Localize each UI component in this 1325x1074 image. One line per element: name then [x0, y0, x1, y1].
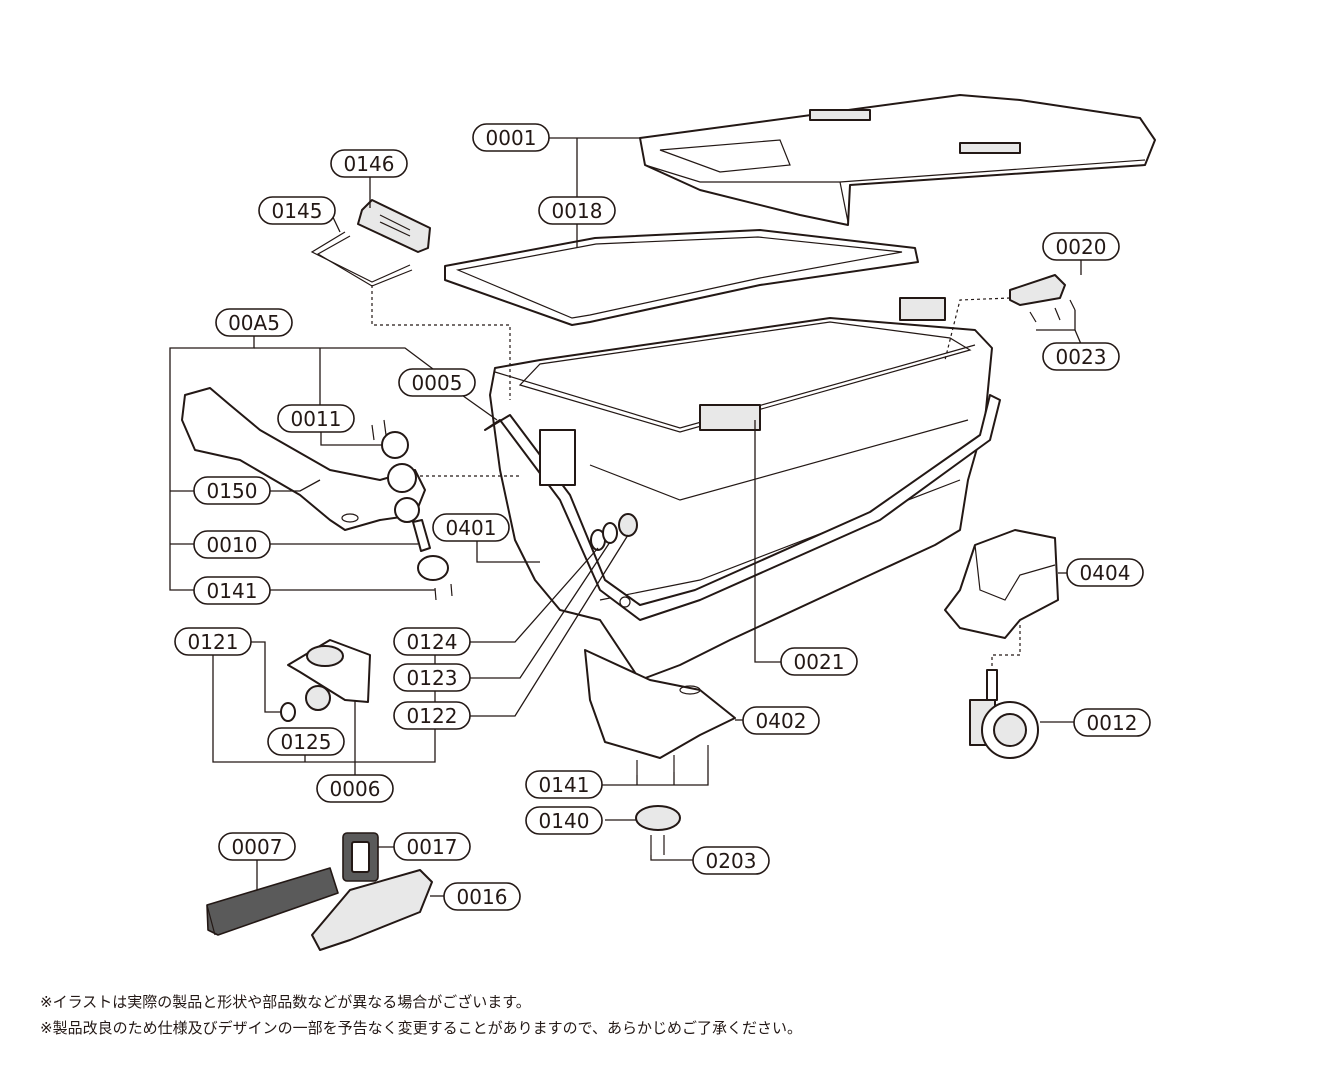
label-0203: 0203 [692, 846, 770, 875]
svg-text:0011: 0011 [291, 407, 342, 431]
label-0017: 0017 [393, 832, 471, 861]
exploded-parts-diagram: 0001 0018 0146 0145 0020 0023 00A5 0005 … [169, 94, 1156, 951]
svg-text:0007: 0007 [232, 835, 283, 859]
grip-part [311, 869, 433, 951]
drain-rings-part [590, 513, 638, 551]
svg-text:0010: 0010 [207, 533, 258, 557]
label-0020: 0020 [1042, 232, 1120, 261]
label-0021: 0021 [780, 647, 858, 676]
label-0404: 0404 [1066, 558, 1144, 587]
foot-part [635, 805, 681, 855]
label-0141-upper: 0141 [193, 576, 271, 605]
label-0023: 0023 [1042, 342, 1120, 371]
note-spec-change: ※製品改良のため仕様及びデザインの一部を予告なく変更することがありますので、あら… [40, 1019, 802, 1037]
svg-text:0404: 0404 [1080, 561, 1131, 585]
wire-bracket-part [310, 231, 413, 287]
label-0005: 0005 [398, 368, 476, 397]
lever-handle-part [181, 387, 426, 531]
gasket-part [444, 229, 919, 326]
svg-text:0020: 0020 [1056, 235, 1107, 259]
label-0016: 0016 [443, 882, 521, 911]
cooler-body-part [484, 297, 1001, 681]
label-0001: 0001 [472, 123, 550, 152]
svg-text:0122: 0122 [407, 704, 458, 728]
svg-text:0145: 0145 [272, 199, 323, 223]
svg-text:0146: 0146 [344, 152, 395, 176]
wheel-part [969, 669, 1039, 759]
label-0145: 0145 [258, 196, 336, 225]
label-0012: 0012 [1073, 708, 1151, 737]
svg-text:0016: 0016 [457, 885, 508, 909]
svg-text:0012: 0012 [1087, 711, 1138, 735]
label-0146: 0146 [330, 149, 408, 178]
note-illustration-difference: ※イラストは実際の製品と形状や部品数などが異なる場合がございます。 [40, 993, 531, 1011]
pin-part [412, 519, 431, 552]
svg-text:0018: 0018 [552, 199, 603, 223]
svg-text:0023: 0023 [1056, 345, 1107, 369]
svg-text:0203: 0203 [706, 849, 757, 873]
svg-text:0150: 0150 [207, 479, 258, 503]
cylinder-part [357, 199, 431, 253]
label-0121: 0121 [174, 627, 252, 656]
label-0125: 0125 [267, 727, 345, 756]
label-0124: 0124 [393, 627, 471, 656]
label-0123: 0123 [393, 663, 471, 692]
svg-text:0141: 0141 [207, 579, 258, 603]
disclaimer-notes: ※イラストは実際の製品と形状や部品数などが異なる場合がございます。 ※製品改良の… [40, 989, 802, 1041]
label-0018: 0018 [538, 196, 616, 225]
svg-text:0021: 0021 [794, 650, 845, 674]
drain-plug-part [280, 639, 371, 722]
svg-text:0141: 0141 [539, 773, 590, 797]
svg-text:0121: 0121 [188, 630, 239, 654]
svg-text:0125: 0125 [281, 730, 332, 754]
label-00A5: 00A5 [215, 308, 293, 337]
svg-text:0124: 0124 [407, 630, 458, 654]
svg-text:0017: 0017 [407, 835, 458, 859]
label-0122: 0122 [393, 701, 471, 730]
skid-plate-part [584, 649, 736, 759]
label-0402: 0402 [742, 706, 820, 735]
cap-part [371, 419, 409, 459]
lid-part [639, 94, 1156, 226]
svg-text:0402: 0402 [756, 709, 807, 733]
hinge-part [1009, 274, 1076, 323]
label-0006: 0006 [316, 774, 394, 803]
svg-text:0001: 0001 [486, 126, 537, 150]
svg-text:0006: 0006 [330, 777, 381, 801]
leader-lines [169, 137, 1082, 897]
plate-stack-part [206, 867, 339, 936]
label-0011: 0011 [277, 404, 355, 433]
skid-screws-part [636, 745, 709, 775]
label-0401: 0401 [432, 513, 510, 542]
label-0150: 0150 [193, 476, 271, 505]
svg-text:0401: 0401 [446, 516, 497, 540]
label-0010: 0010 [193, 530, 271, 559]
buckle-part [342, 832, 379, 882]
svg-text:0005: 0005 [412, 371, 463, 395]
label-0140: 0140 [525, 806, 603, 835]
label-0141-lower: 0141 [525, 770, 603, 799]
lower-cap-part [417, 555, 453, 601]
label-0007: 0007 [218, 832, 296, 861]
part-labels: 0001 0018 0146 0145 0020 0023 00A5 0005 … [174, 123, 1151, 911]
svg-text:0123: 0123 [407, 666, 458, 690]
svg-text:00A5: 00A5 [228, 311, 280, 335]
svg-text:0140: 0140 [539, 809, 590, 833]
wheel-housing-part [944, 529, 1059, 639]
